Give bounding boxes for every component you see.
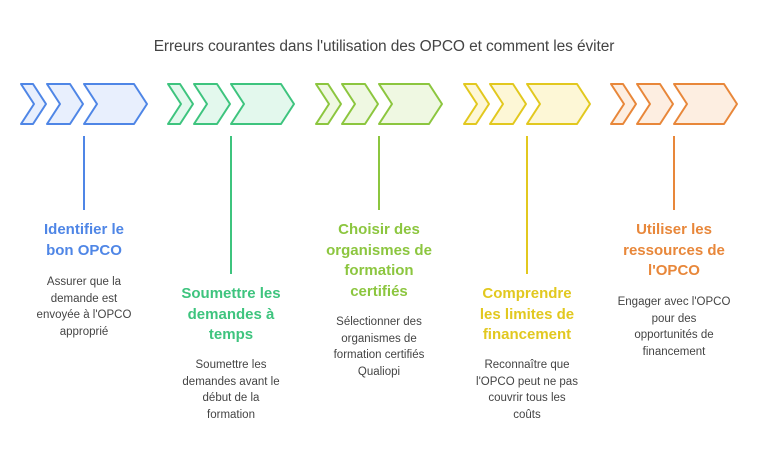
step-heading: Soumettre les demandes à temps xyxy=(157,284,305,346)
description-line: demande est xyxy=(50,292,118,305)
chevron-arrows-icon xyxy=(315,83,443,125)
description-line: demandes avant le xyxy=(182,375,280,388)
description-line: Qualiopi xyxy=(357,365,401,378)
description-line: Sélectionner des xyxy=(336,316,422,328)
step-3: Choisir des organismes de formation cert… xyxy=(305,0,453,463)
description-line: formation xyxy=(207,408,255,421)
chevron-arrows-icon xyxy=(463,83,591,125)
heading-line: Identifier le xyxy=(43,221,125,238)
description-line: Reconnaître que xyxy=(484,359,570,371)
step-description: Reconnaître que l'OPCO peut ne pas couvr… xyxy=(453,357,601,423)
step-description: Engager avec l'OPCO pour des opportunité… xyxy=(600,294,748,360)
description-line: opportunités de xyxy=(634,329,714,342)
step-description: Soumettre les demandes avant le début de… xyxy=(157,357,305,423)
step-heading: Comprendre les limites de financement xyxy=(453,284,601,346)
step-1: Identifier le bon OPCO Assurer que la de… xyxy=(10,0,158,463)
step-2: Soumettre les demandes à temps Soumettre… xyxy=(157,0,305,463)
step-heading: Utiliser les ressources de l'OPCO xyxy=(600,220,748,282)
heading-line: certifiés xyxy=(350,282,408,300)
description-line: l'OPCO peut ne pas xyxy=(476,375,578,388)
step-5: Utiliser les ressources de l'OPCO Engage… xyxy=(600,0,748,463)
description-line: financement xyxy=(642,345,706,358)
heading-line: financement xyxy=(482,326,572,343)
chevron-arrows-icon xyxy=(167,83,295,125)
description-line: Assurer que la xyxy=(46,276,122,288)
heading-line: Choisir des xyxy=(338,221,420,238)
heading-line: Soumettre les xyxy=(181,285,281,302)
chevron-arrows-icon xyxy=(610,83,738,125)
description-line: envoyée à l'OPCO xyxy=(36,309,132,322)
step-4: Comprendre les limites de financement Re… xyxy=(453,0,601,463)
heading-line: l'OPCO xyxy=(648,262,700,279)
connector-line xyxy=(230,136,232,274)
step-heading: Identifier le bon OPCO xyxy=(10,220,158,261)
connector-line xyxy=(673,136,675,210)
step-description: Sélectionner des organismes de formation… xyxy=(305,314,453,380)
heading-line: Comprendre xyxy=(482,285,572,302)
heading-line: demandes à xyxy=(187,305,275,323)
heading-line: formation xyxy=(344,262,414,279)
heading-line: temps xyxy=(208,326,254,343)
description-line: Engager avec l'OPCO xyxy=(617,296,731,308)
step-description: Assurer que la demande est envoyée à l'O… xyxy=(10,274,158,340)
diagram-title: Erreurs courantes dans l'utilisation des… xyxy=(153,38,615,55)
description-line: formation certifiés xyxy=(333,349,425,362)
description-line: pour des xyxy=(651,312,697,325)
description-line: approprié xyxy=(59,325,109,338)
description-line: Soumettre les xyxy=(195,359,267,371)
chevron-arrows-icon xyxy=(20,83,148,125)
description-line: coûts xyxy=(513,408,541,421)
connector-line xyxy=(83,136,85,210)
description-line: début de la xyxy=(202,392,260,405)
heading-line: Utiliser les xyxy=(636,221,712,238)
connector-line xyxy=(378,136,380,210)
connector-line xyxy=(526,136,528,274)
step-heading: Choisir des organismes de formation cert… xyxy=(305,220,453,302)
description-line: couvrir tous les xyxy=(488,392,566,405)
heading-line: bon OPCO xyxy=(46,241,122,259)
heading-line: ressources de xyxy=(623,241,725,259)
heading-line: organismes de xyxy=(326,241,432,259)
heading-line: les limites de xyxy=(479,305,575,323)
description-line: organismes de xyxy=(341,332,417,345)
